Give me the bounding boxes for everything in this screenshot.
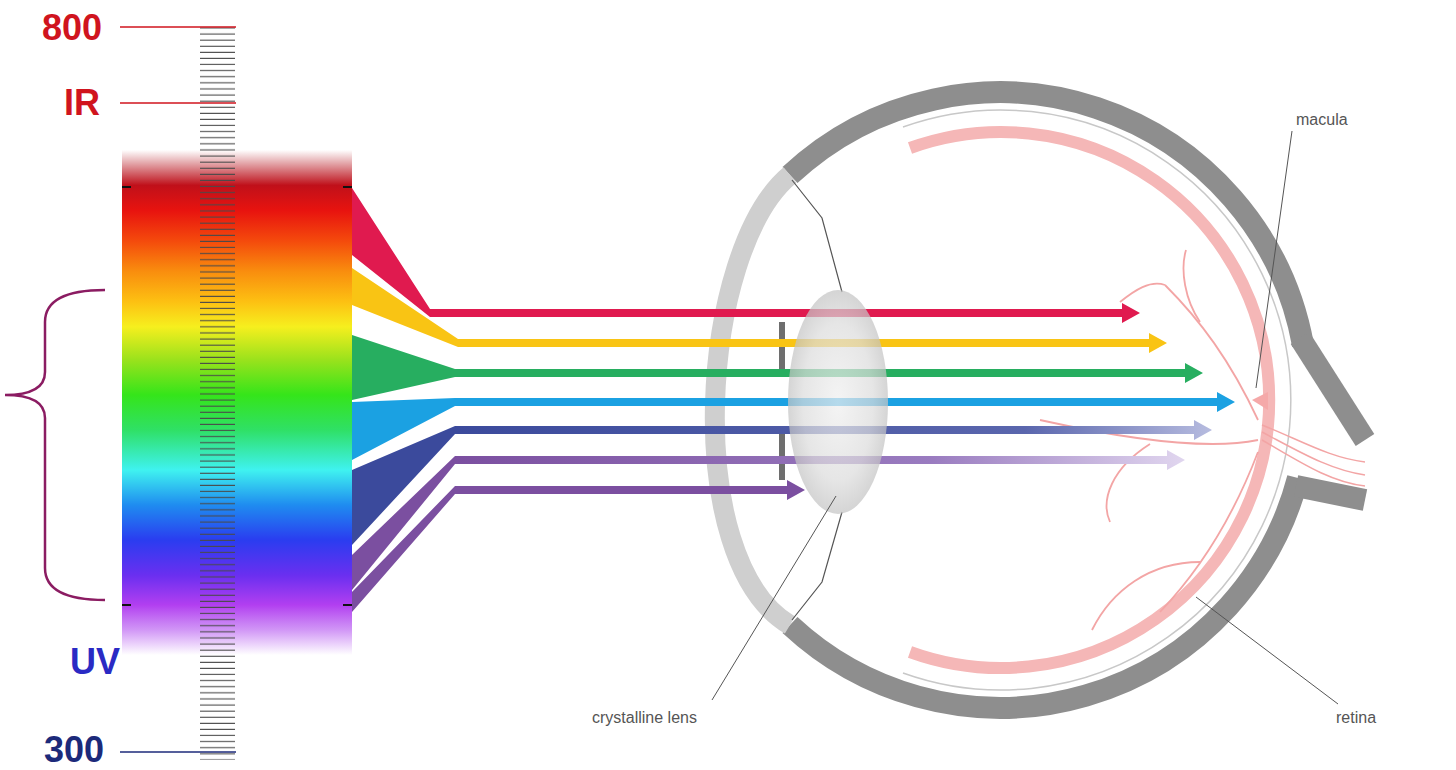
light-beam [352,420,1212,545]
scale-mark [120,102,236,104]
scale-ticks [200,25,235,760]
range-tick [122,186,131,188]
leader-line [1256,131,1292,388]
sclera [790,478,1298,708]
leader-line [712,496,836,700]
light-beam [352,335,1203,400]
wavelength-value: 800 [42,10,102,46]
part-label: macula [1296,110,1348,129]
range-tick [343,604,352,606]
crystalline-lens [788,290,888,514]
part-label: crystalline lens [592,708,697,727]
range-tick [343,186,352,188]
part-label: retina [1336,708,1376,727]
light-beam [352,268,1167,353]
light-beam [352,188,1140,323]
light-beam [352,450,1185,590]
ciliary-zonule [792,180,842,292]
blood-vessels [1040,250,1258,630]
optic-nerve-sheath [1300,338,1365,440]
scale-mark [120,751,236,753]
range-tick [122,604,131,606]
scale-mark [120,26,236,28]
nerve-fibers [1262,425,1365,486]
range-bracket [5,290,105,600]
visible-spectrum [122,150,352,655]
macula-pit [1252,392,1268,410]
iris [779,430,785,480]
optic-nerve-sheath [1296,486,1365,500]
leader-line [1196,597,1338,704]
band-label: IR [64,85,100,121]
wavelength-value: 300 [44,732,104,768]
band-label: UV [70,644,120,680]
light-beam [352,480,805,612]
